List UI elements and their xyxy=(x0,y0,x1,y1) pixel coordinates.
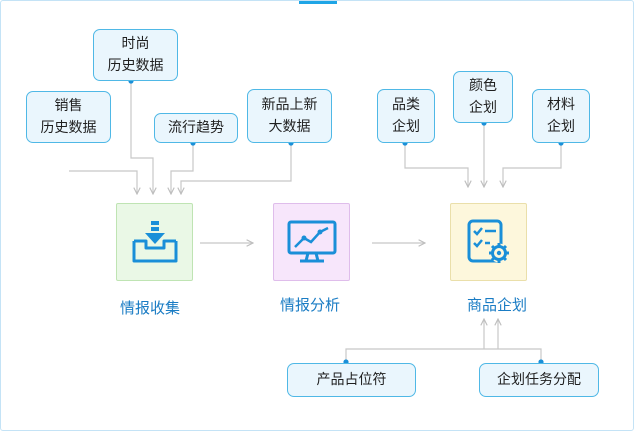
tag-new-product-line-2: 大数据 xyxy=(268,119,311,135)
node-analyze xyxy=(273,203,350,281)
connector-to-placeholder xyxy=(345,348,542,362)
inbox-download-icon xyxy=(132,221,177,263)
tag-fashion-history-line-1: 时尚 xyxy=(121,36,150,52)
tag-material-line-1: 材料 xyxy=(547,97,575,113)
connector-category xyxy=(404,143,468,187)
connector-sales-history xyxy=(69,170,137,194)
tag-trend: 流行趋势 xyxy=(154,113,238,143)
tag-new-product: 新品上新 大数据 xyxy=(247,89,332,143)
tag-category-line-1: 品类 xyxy=(392,97,420,113)
top-tab-accent xyxy=(299,1,337,4)
tag-placeholder: 产品占位符 xyxy=(287,363,416,397)
tag-material-line-2: 企划 xyxy=(547,119,575,135)
connector-fashion-history xyxy=(130,81,153,194)
tag-color: 颜色 企划 xyxy=(453,71,513,123)
checklist-gear-icon xyxy=(467,219,509,263)
monitor-chart-icon xyxy=(287,220,336,263)
tag-placeholder-text: 产品占位符 xyxy=(316,372,387,388)
label-plan: 商品企划 xyxy=(466,296,528,314)
node-plan xyxy=(450,203,527,281)
tag-fashion-history-line-2: 历史数据 xyxy=(107,58,164,74)
tag-category-line-2: 企划 xyxy=(392,119,420,135)
node-collect xyxy=(116,203,193,281)
connector-new-product xyxy=(181,143,292,194)
tag-color-line-1: 颜色 xyxy=(469,78,497,94)
connector-trend xyxy=(171,143,194,194)
tag-sales-history: 销售 历史数据 xyxy=(26,91,111,143)
tag-task-assign-text: 企划任务分配 xyxy=(497,372,581,388)
tag-sales-history-line-1: 销售 xyxy=(54,98,83,114)
connector-material xyxy=(503,143,562,187)
label-analyze: 情报分析 xyxy=(279,296,341,314)
tag-color-line-2: 企划 xyxy=(469,100,497,116)
tag-material: 材料 企划 xyxy=(532,89,590,143)
tag-trend-line-1: 流行趋势 xyxy=(168,120,224,136)
tag-task-assign: 企划任务分配 xyxy=(479,363,599,397)
tag-category: 品类 企划 xyxy=(377,89,435,143)
label-collect: 情报收集 xyxy=(119,299,181,317)
tag-fashion-history: 时尚 历史数据 xyxy=(93,29,178,81)
tag-sales-history-line-2: 历史数据 xyxy=(40,120,97,136)
tag-new-product-line-1: 新品上新 xyxy=(261,97,318,113)
